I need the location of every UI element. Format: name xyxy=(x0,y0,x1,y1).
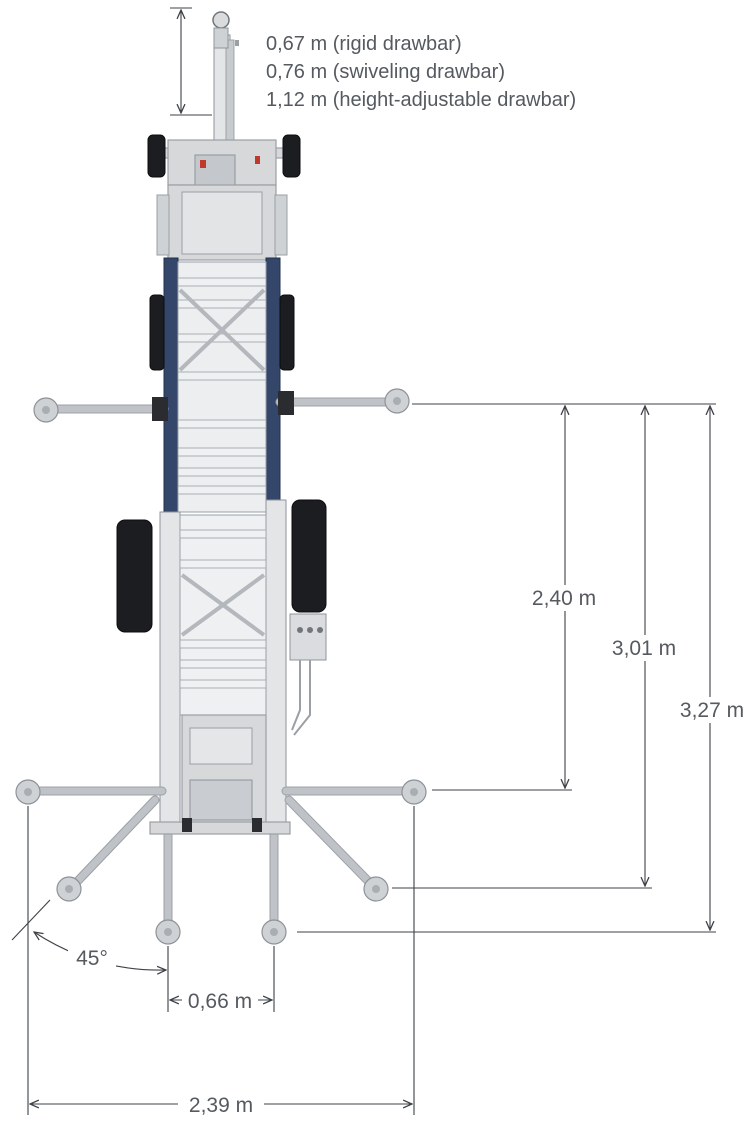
dimension-lines xyxy=(11,7,753,1117)
label-3-01: 3,01 m xyxy=(612,637,676,660)
label-0-66: 0,66 m xyxy=(188,990,252,1013)
label-3-27: 3,27 m xyxy=(680,699,744,722)
label-2-39: 2,39 m xyxy=(189,1094,253,1117)
upper-mast xyxy=(149,257,295,514)
front-left-wheel xyxy=(147,134,166,178)
rear-left-wheel xyxy=(116,519,153,633)
drawbar-label-height-adjustable: 1,12 m (height-adjustable drawbar) xyxy=(266,89,576,111)
machine-top-view xyxy=(15,11,427,945)
mast-rungs xyxy=(177,277,267,495)
label-45-degrees: 45° xyxy=(76,947,108,970)
rear-right-wheel xyxy=(291,499,327,613)
drawbar-label-swiveling: 0,76 m (swiveling drawbar) xyxy=(266,61,505,83)
labels: 0,67 m (rigid drawbar) 0,76 m (swiveling… xyxy=(76,33,744,1117)
front-outriggers xyxy=(33,388,410,423)
drawbar xyxy=(212,11,239,146)
rear-outriggers xyxy=(15,779,427,945)
drawbar-label-rigid: 0,67 m (rigid drawbar) xyxy=(266,33,462,55)
control-box xyxy=(289,613,327,661)
front-axle xyxy=(147,134,301,186)
front-right-wheel xyxy=(282,134,301,178)
lower-mast xyxy=(116,499,327,833)
label-2-40: 2,40 m xyxy=(532,587,596,610)
front-module xyxy=(156,184,288,261)
